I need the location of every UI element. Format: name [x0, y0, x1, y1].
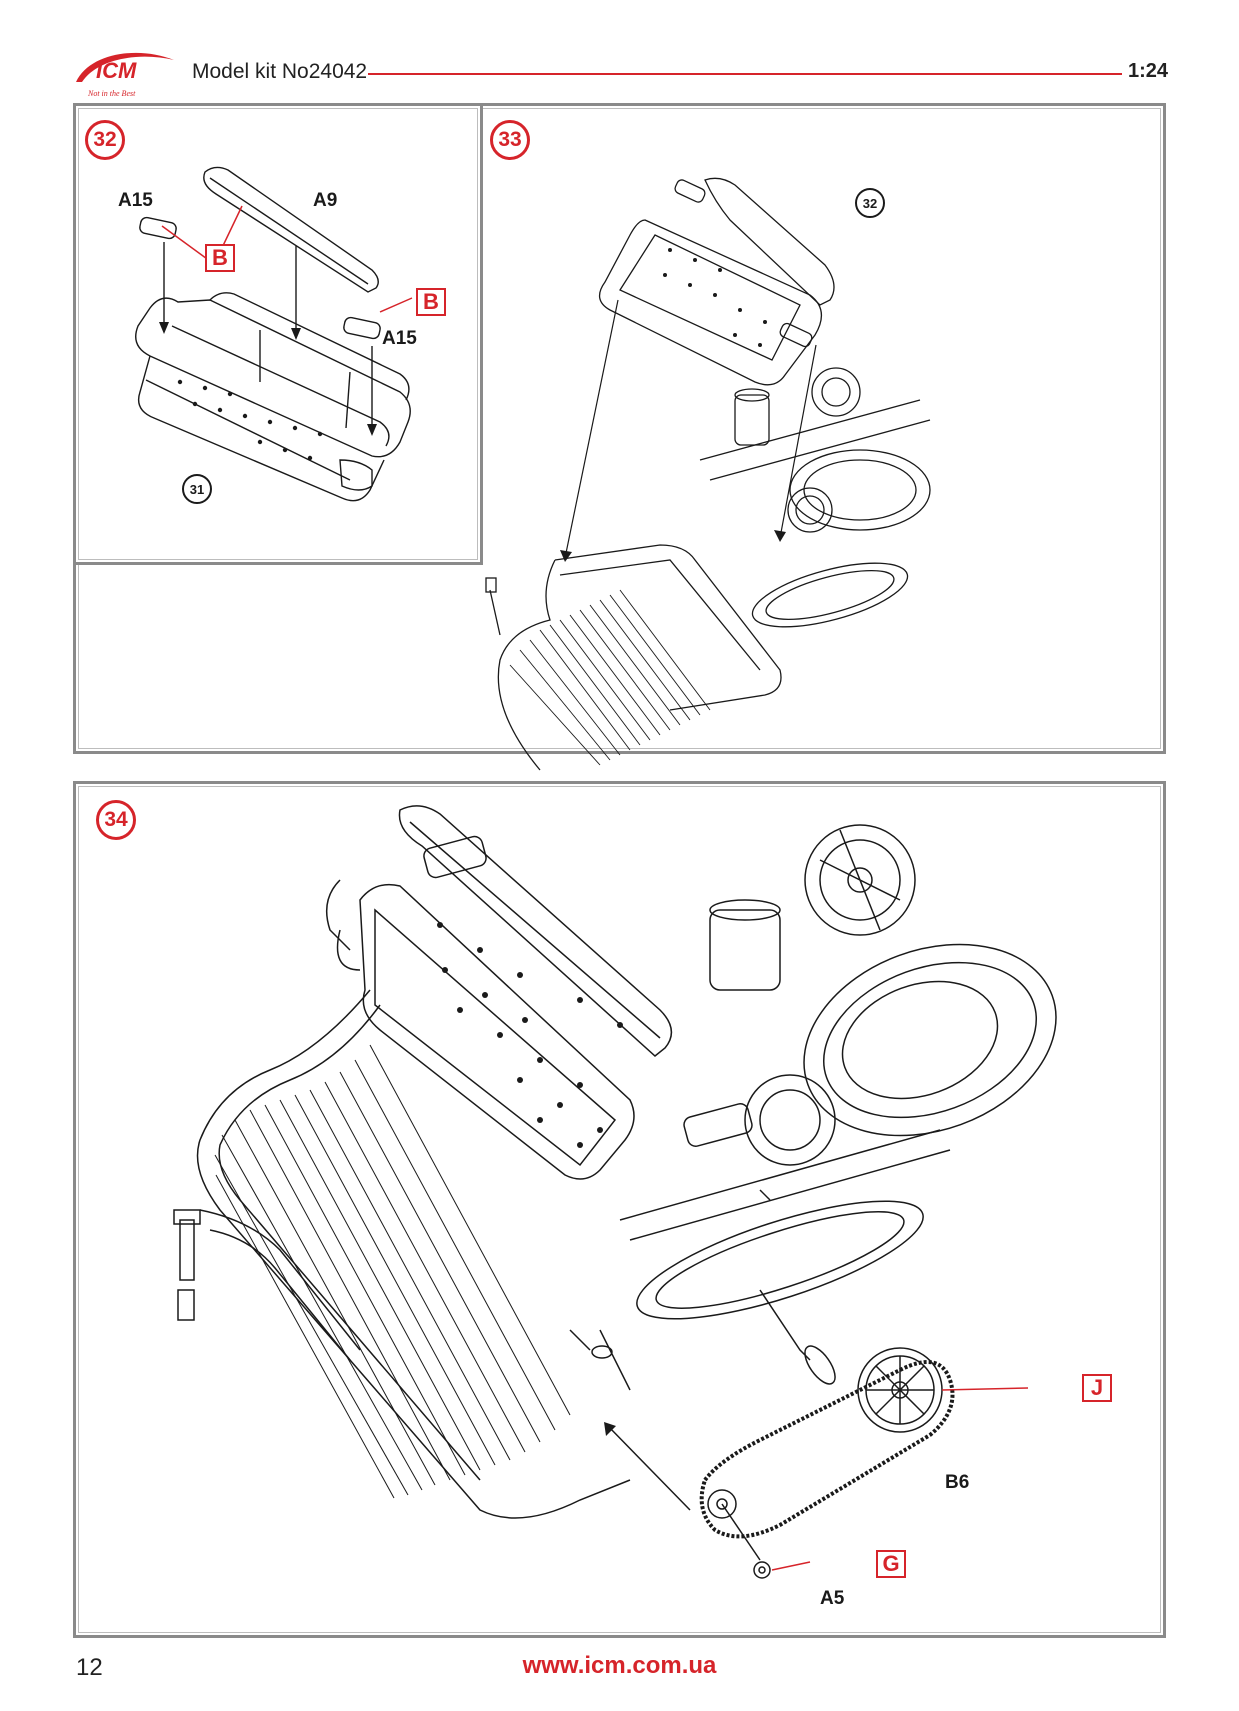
step-34-badge: 34: [96, 800, 136, 840]
logo-text: ICM: [96, 58, 137, 83]
step-32-subassembly-ref: 31: [182, 474, 212, 504]
step-33-badge: 33: [490, 120, 530, 160]
website-link[interactable]: www.icm.com.ua: [522, 1652, 717, 1679]
logo-tagline: Not in the Best: [87, 89, 136, 98]
label-a15-right: A15: [382, 328, 417, 349]
header-rule: [368, 73, 1122, 75]
label-a15-top: A15: [118, 190, 153, 211]
ref-box-g: G: [876, 1550, 906, 1578]
panel-step-34: [73, 781, 1166, 1638]
ref-box-b-top: B: [205, 244, 235, 272]
label-a9: A9: [313, 190, 338, 211]
label-a5: A5: [820, 1588, 845, 1609]
panel-step-32: [73, 103, 483, 565]
step-33-illustration: [485, 177, 931, 771]
step-34-illustration: [173, 805, 1057, 1579]
icm-logo-swoosh-icon: ICM Not in the Best: [76, 52, 174, 98]
page-number: 12: [76, 1654, 103, 1681]
scale-label: 1:24: [1128, 60, 1169, 82]
step-32-badge: 32: [85, 120, 125, 160]
kit-title: Model kit No24042: [192, 60, 368, 83]
ref-box-j: J: [1082, 1374, 1112, 1402]
icm-logo: ICM Not in the Best: [70, 42, 180, 102]
ref-box-b-right: B: [416, 288, 446, 316]
step-32-illustration: [135, 166, 413, 502]
step-33-subassembly-ref: 32: [855, 188, 885, 218]
label-b6: B6: [945, 1472, 970, 1493]
